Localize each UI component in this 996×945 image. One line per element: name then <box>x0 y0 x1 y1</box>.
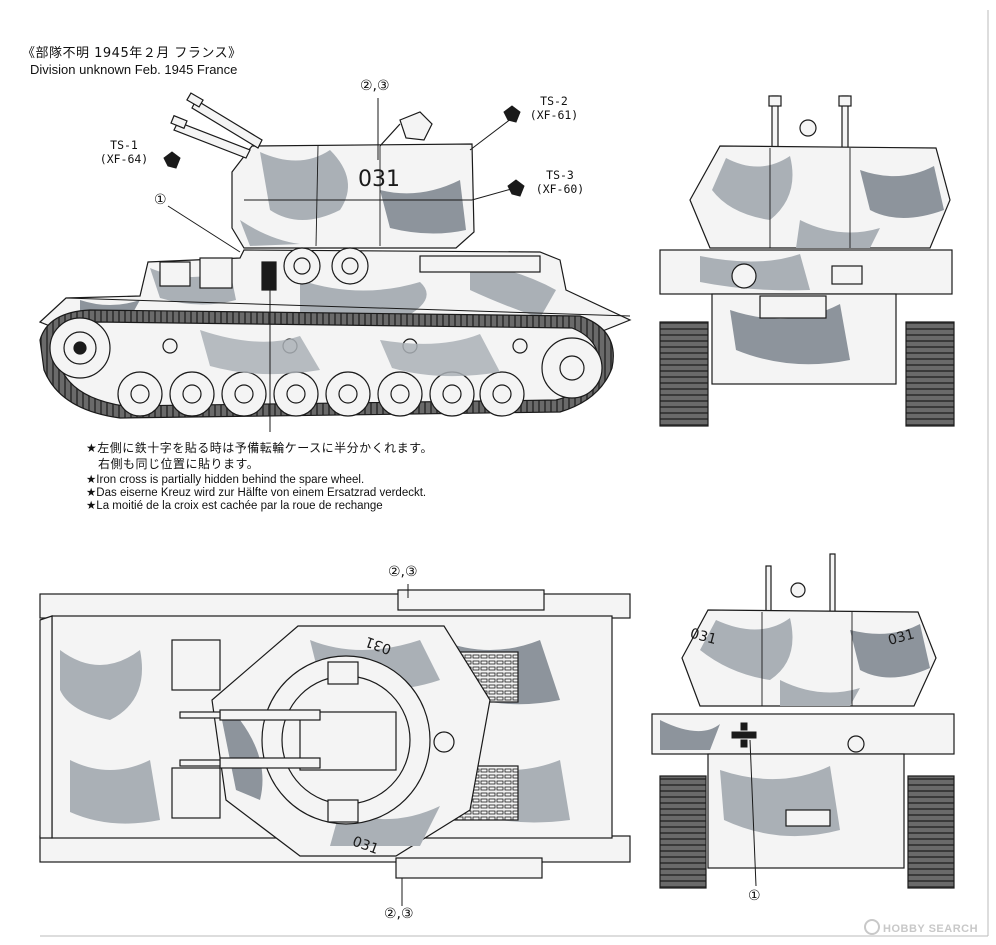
decal-callout-top-2-3-upper: ②,③ <box>388 564 418 580</box>
paint-drop-icon <box>507 179 525 197</box>
paint-ref-ts1: (XF-64) <box>99 152 149 166</box>
paint-callout-ts3: TS-3 (XF-60) <box>534 168 586 196</box>
road-wheels <box>117 371 525 417</box>
paint-drop-icon <box>163 151 181 169</box>
paint-code-ts2: TS-2 <box>540 94 568 108</box>
spare-wheel-icon <box>283 247 321 285</box>
decal-callout-rear-1: ① <box>748 888 761 904</box>
title-english: Division unknown Feb. 1945 France <box>30 62 238 77</box>
paint-drop-icon <box>503 105 521 123</box>
paint-ref-ts3: (XF-60) <box>535 182 585 196</box>
top-view: 031 031 <box>39 589 631 879</box>
decal-callout-side-2-3: ②,③ <box>360 78 390 94</box>
rear-track-left <box>659 775 707 889</box>
side-gun-barrels <box>170 92 263 159</box>
rear-turret-number-right: 031 <box>886 626 916 648</box>
rear-leader-line <box>749 739 757 887</box>
front-track-right <box>905 321 955 427</box>
paint-code-ts3: TS-3 <box>546 168 574 182</box>
side-iron-cross <box>261 261 277 291</box>
title-japanese: 《部隊不明 1945年２月 フランス》 <box>22 46 242 61</box>
note-german: ★Das eiserne Kreuz wird zur Hälfte von e… <box>86 487 427 499</box>
spare-wheel-icon <box>331 247 369 285</box>
side-turret-number: 031 <box>358 167 400 192</box>
paint-callout-ts1: TS-1 (XF-64) <box>98 138 150 166</box>
decal-callout-side-1: ① <box>154 192 167 208</box>
side-leader-lines <box>163 98 525 432</box>
paint-callout-ts2: TS-2 (XF-61) <box>528 94 580 122</box>
rear-view: 031 031 <box>651 553 955 889</box>
note-japanese-line1: ★左側に鉄十字を貼る時は予備転輪ケースに半分かくれます。 <box>86 441 433 455</box>
note-english: ★Iron cross is partially hidden behind t… <box>86 474 365 486</box>
note-french: ★La moitié de la croix est cachée par la… <box>86 500 383 512</box>
front-track-left <box>659 321 709 427</box>
front-view <box>659 95 955 427</box>
rear-iron-cross <box>730 721 758 749</box>
decal-callout-top-2-3-lower: ②,③ <box>384 906 414 922</box>
watermark-logo-icon <box>864 919 880 935</box>
watermark: HOBBY SEARCH <box>864 919 978 935</box>
note-japanese-line2: 右側も同じ位置に貼ります。 <box>98 457 260 471</box>
rear-track-right <box>907 775 955 889</box>
paint-ref-ts2: (XF-61) <box>529 108 579 122</box>
idler-wheel <box>541 337 603 399</box>
side-view: 031 <box>38 92 632 419</box>
top-leader-lines <box>401 584 409 906</box>
rear-turret-number-left: 031 <box>688 626 718 648</box>
paint-code-ts1: TS-1 <box>110 138 138 152</box>
